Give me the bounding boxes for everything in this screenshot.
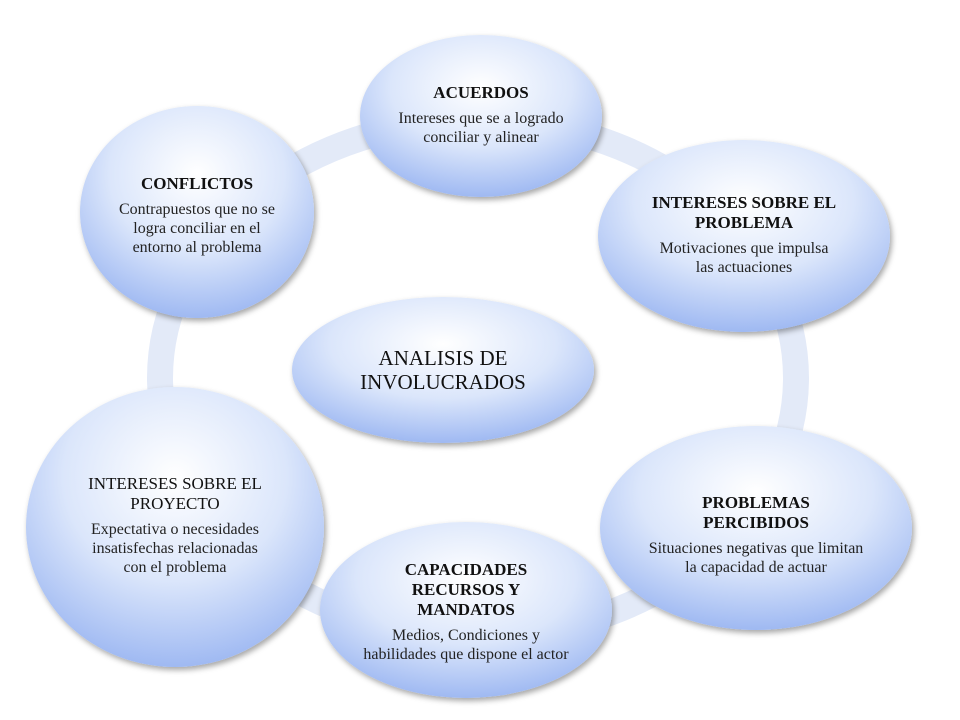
node-problemas-percibidos: PROBLEMAS PERCIBIDOS Situaciones negativ… [646,470,866,600]
node-description: Contrapuestos que no se logra conciliar … [119,200,275,256]
node-title: CAPACIDADES RECURSOS Y MANDATOS [404,560,528,619]
node-conflictos-ellipse [80,106,314,318]
node-acuerdos: ACUERDOS Intereses que se a logrado conc… [383,60,579,170]
node-description: Motivaciones que impulsa las actuaciones [659,240,829,276]
node-intereses-problema: INTERESES SOBRE EL PROBLEMA Motivaciones… [634,170,854,300]
node-title: ACUERDOS [433,83,529,102]
center-ellipse [292,297,594,443]
node-title: CONFLICTOS [140,173,254,193]
node-problemas-percibidos-ellipse [600,426,912,630]
node-intereses-proyecto: INTERESES SOBRE EL PROYECTO Expectativa … [66,440,284,610]
center-node: ANALISIS DE INVOLUCRADOS [300,330,586,410]
node-title: PROBLEMAS PERCIBIDOS [702,493,810,532]
node-intereses-proyecto-ellipse [26,387,324,667]
node-description: Expectativa o necesidades insatisfechas … [91,520,259,576]
node-capacidades-ellipse [320,522,612,698]
node-title: INTERESES SOBRE EL PROYECTO [88,473,262,513]
node-title: INTERESES SOBRE EL PROBLEMA [651,193,837,232]
node-capacidades: CAPACIDADES RECURSOS Y MANDATOS Medios, … [356,540,576,684]
node-description: Intereses que se a logrado conciliar y a… [398,110,564,146]
node-acuerdos-ellipse [360,35,602,197]
node-conflictos: CONFLICTOS Contrapuestos que no se logra… [108,140,286,290]
node-intereses-problema-ellipse [598,140,890,332]
center-label: ANALISIS DE INVOLUCRADOS [360,346,526,394]
node-description: Medios, Condiciones y habilidades que di… [363,627,569,663]
node-description: Situaciones negativas que limitan la cap… [648,540,864,576]
